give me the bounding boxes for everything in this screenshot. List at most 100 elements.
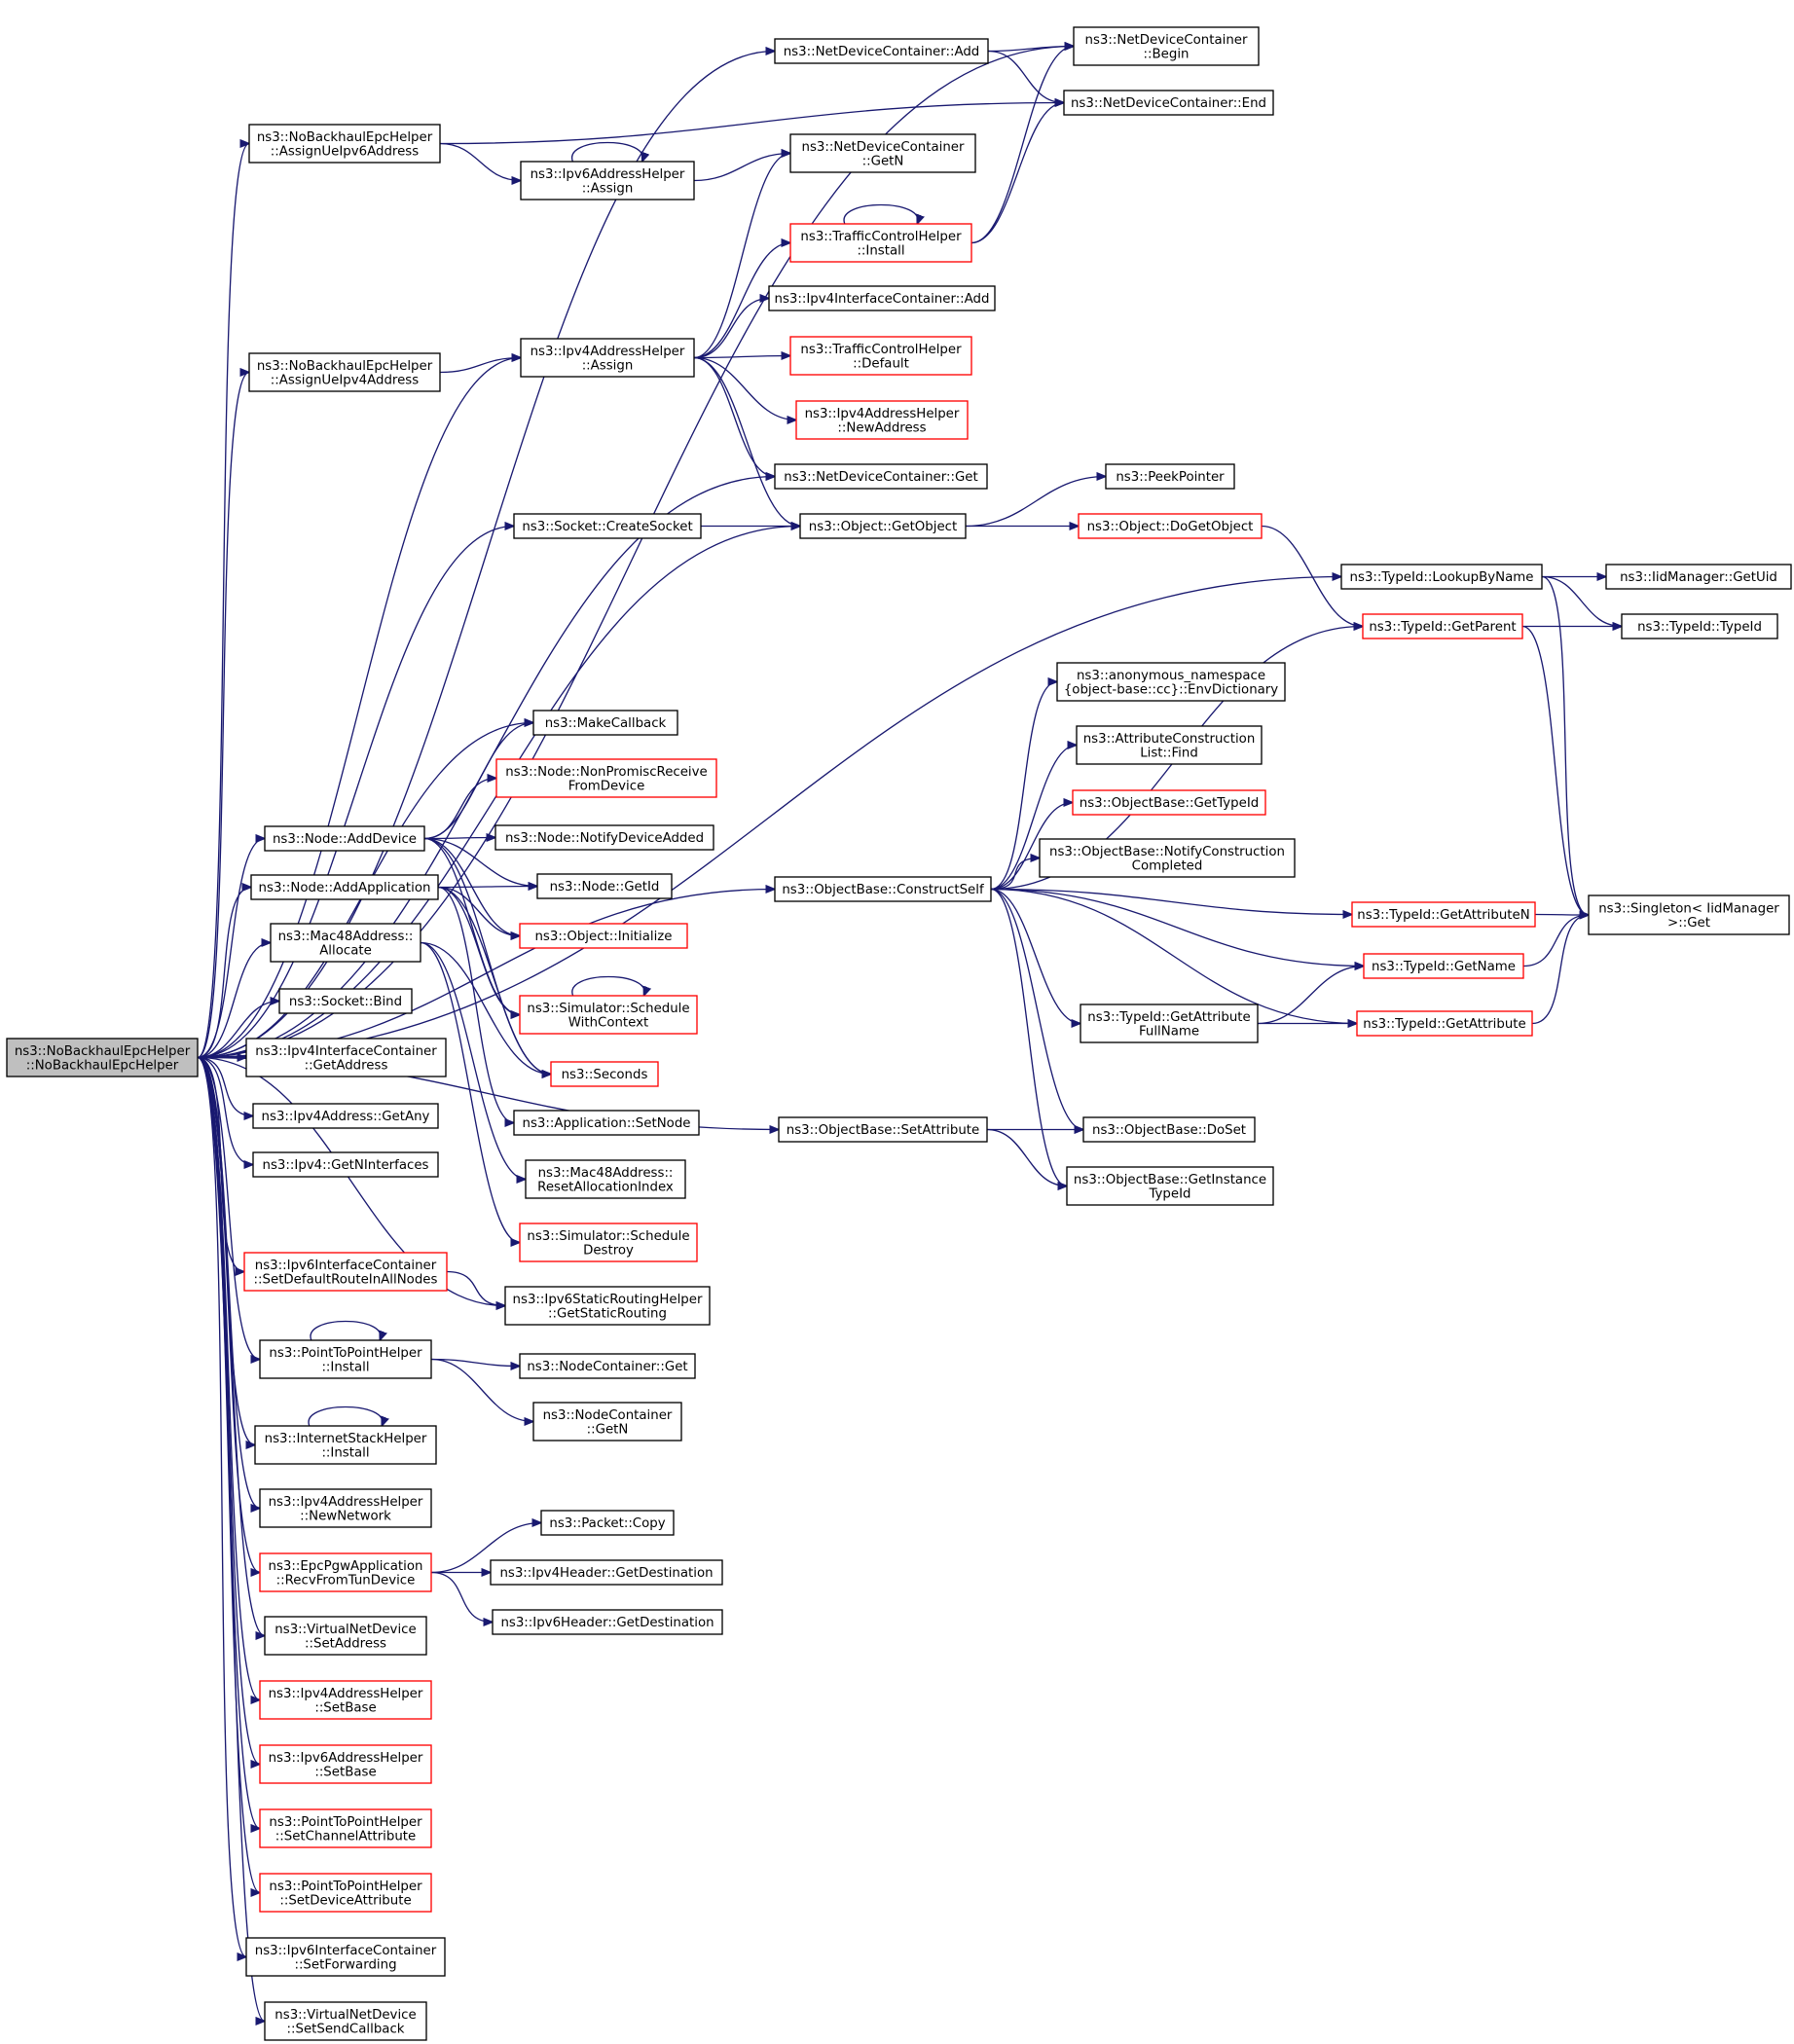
node-get-name[interactable]: ns3::TypeId::GetName: [1363, 953, 1524, 979]
node-ndc-get[interactable]: ns3::NetDeviceContainer::Get: [774, 463, 988, 490]
node-ipv6ic-set-default[interactable]: ns3::Ipv6InterfaceContainer::SetDefaultR…: [243, 1252, 448, 1292]
node-mac48-reset[interactable]: ns3::Mac48Address::ResetAllocationIndex: [525, 1159, 686, 1199]
node-ipv4-get-any[interactable]: ns3::Ipv4Address::GetAny: [252, 1103, 439, 1129]
node-label: >::Get: [1667, 916, 1710, 931]
node-p2p-install[interactable]: ns3::PointToPointHelper::Install: [259, 1339, 432, 1379]
node-packet-copy[interactable]: ns3::Packet::Copy: [540, 1510, 675, 1536]
node-make-callback[interactable]: ns3::MakeCallback: [532, 710, 678, 736]
node-vnd-set-address[interactable]: ns3::VirtualNetDevice::SetAddress: [264, 1616, 427, 1656]
node-notify-dev-added[interactable]: ns3::Node::NotifyDeviceAdded: [494, 824, 714, 851]
call-edge-root-to-ipv4-new-network: [197, 1056, 260, 1509]
node-env-dict[interactable]: ns3::anonymous_namespace{object-base::cc…: [1056, 662, 1286, 702]
node-ob-get-type-id[interactable]: ns3::ObjectBase::GetTypeId: [1072, 789, 1266, 816]
node-label: ::AssignUeIpv4Address: [271, 373, 419, 387]
node-box: [490, 1559, 723, 1586]
node-ndc-get-n[interactable]: ns3::NetDeviceContainer::GetN: [789, 133, 976, 173]
node-lookup-by-name[interactable]: ns3::TypeId::LookupByName: [1340, 564, 1543, 590]
node-ipv4-hdr-get-dest[interactable]: ns3::Ipv4Header::GetDestination: [490, 1559, 723, 1586]
node-ob-set-attribute[interactable]: ns3::ObjectBase::SetAttribute: [778, 1116, 988, 1143]
node-label: ns3::Node::GetId: [550, 880, 660, 894]
node-label: ns3::Ipv4Address::GetAny: [262, 1110, 430, 1124]
node-nc-get-n[interactable]: ns3::NodeContainer::GetN: [532, 1402, 682, 1442]
node-tch-default[interactable]: ns3::TrafficControlHelper::Default: [789, 336, 972, 376]
call-edge-get-attribute-to-singleton-get: [1531, 915, 1589, 1025]
node-get-attr-n[interactable]: ns3::TypeId::GetAttributeN: [1351, 901, 1536, 928]
node-ipv6-assign[interactable]: ns3::Ipv6AddressHelper::Assign: [520, 161, 695, 201]
node-assign-ue-ipv4[interactable]: ns3::NoBackhaulEpcHelper::AssignUeIpv4Ad…: [248, 352, 441, 392]
node-ob-do-set[interactable]: ns3::ObjectBase::DoSet: [1082, 1116, 1256, 1143]
node-box: [1340, 564, 1543, 590]
node-label: ns3::NetDeviceContainer::Get: [784, 470, 977, 485]
node-p2p-set-device[interactable]: ns3::PointToPointHelper::SetDeviceAttrib…: [259, 1873, 432, 1913]
node-peek-pointer[interactable]: ns3::PeekPointer: [1105, 463, 1235, 490]
node-ipv6-static-routing[interactable]: ns3::Ipv6StaticRoutingHelper::GetStaticR…: [504, 1286, 711, 1326]
call-edge-recv-from-tun-to-packet-copy: [430, 1523, 541, 1574]
node-label: ns3::Ipv6AddressHelper: [531, 167, 685, 182]
node-box: [513, 513, 702, 539]
node-iid-get-uid[interactable]: ns3::IidManager::GetUid: [1605, 564, 1792, 590]
node-ish-install[interactable]: ns3::InternetStackHelper::Install: [254, 1425, 437, 1465]
node-app-set-node[interactable]: ns3::Application::SetNode: [513, 1110, 700, 1136]
node-ipv4-new-network[interactable]: ns3::Ipv4AddressHelper::NewNetwork: [259, 1488, 432, 1528]
node-ob-notify[interactable]: ns3::ObjectBase::NotifyConstructionCompl…: [1039, 838, 1296, 878]
node-construct-self[interactable]: ns3::ObjectBase::ConstructSelf: [774, 876, 992, 902]
node-ipv6-set-base[interactable]: ns3::Ipv6AddressHelper::SetBase: [259, 1744, 432, 1784]
node-ipv4-get-n-if[interactable]: ns3::Ipv4::GetNInterfaces: [252, 1151, 439, 1178]
node-ndc-end[interactable]: ns3::NetDeviceContainer::End: [1063, 90, 1274, 116]
node-box: [789, 133, 976, 173]
node-ndc-begin[interactable]: ns3::NetDeviceContainer::Begin: [1073, 26, 1260, 66]
node-label: ns3::NetDeviceContainer: [1085, 33, 1248, 48]
node-label: List::Find: [1140, 746, 1198, 760]
node-get-attribute[interactable]: ns3::TypeId::GetAttribute: [1356, 1010, 1533, 1037]
node-p2p-set-channel[interactable]: ns3::PointToPointHelper::SetChannelAttri…: [259, 1808, 432, 1848]
node-box: [259, 1488, 432, 1528]
node-ndc-add[interactable]: ns3::NetDeviceContainer::Add: [774, 38, 989, 64]
node-obj-initialize[interactable]: ns3::Object::Initialize: [519, 923, 688, 949]
node-ipv4ic-get-address[interactable]: ns3::Ipv4InterfaceContainer::GetAddress: [245, 1038, 447, 1077]
node-label: ns3::Node::NotifyDeviceAdded: [505, 831, 704, 846]
node-node-add-app[interactable]: ns3::Node::AddApplication: [250, 874, 439, 900]
node-seconds[interactable]: ns3::Seconds: [550, 1061, 659, 1087]
node-socket-bind[interactable]: ns3::Socket::Bind: [278, 988, 413, 1014]
node-create-socket[interactable]: ns3::Socket::CreateSocket: [513, 513, 702, 539]
node-tch-install[interactable]: ns3::TrafficControlHelper::Install: [789, 223, 972, 263]
node-node-get-id[interactable]: ns3::Node::GetId: [536, 873, 673, 899]
node-get-parent[interactable]: ns3::TypeId::GetParent: [1362, 613, 1523, 639]
node-mac48-allocate[interactable]: ns3::Mac48Address::Allocate: [270, 923, 421, 963]
node-assign-ue-ipv6[interactable]: ns3::NoBackhaulEpcHelper::AssignUeIpv6Ad…: [248, 124, 441, 164]
node-ipv4ic-add[interactable]: ns3::Ipv4InterfaceContainer::Add: [768, 285, 996, 311]
node-label: ::SetForwarding: [294, 1957, 396, 1972]
node-recv-from-tun[interactable]: ns3::EpcPgwApplication::RecvFromTunDevic…: [259, 1552, 432, 1592]
node-node-add-device[interactable]: ns3::Node::AddDevice: [264, 825, 425, 852]
node-box: [259, 1339, 432, 1379]
node-box: [259, 1552, 432, 1592]
node-ipv4-new-addr[interactable]: ns3::Ipv4AddressHelper::NewAddress: [795, 400, 969, 440]
node-ipv6ic-set-fwd[interactable]: ns3::Ipv6InterfaceContainer::SetForwardi…: [245, 1937, 446, 1977]
node-vnd-set-send-cb[interactable]: ns3::VirtualNetDevice::SetSendCallback: [264, 2001, 427, 2041]
node-singleton-get[interactable]: ns3::Singleton< IidManager >::Get: [1588, 894, 1790, 935]
node-box: [245, 1038, 447, 1077]
node-box: [495, 758, 717, 798]
node-nc-get[interactable]: ns3::NodeContainer::Get: [519, 1353, 696, 1379]
node-ipv4-set-base[interactable]: ns3::Ipv4AddressHelper::SetBase: [259, 1680, 432, 1720]
node-label: ns3::IidManager::GetUid: [1620, 570, 1777, 585]
call-edge-node-add-device-to-sim-schedule-ctx: [423, 837, 520, 1015]
node-type-id-type-id[interactable]: ns3::TypeId::TypeId: [1621, 613, 1778, 639]
node-label: ns3::Socket::Bind: [289, 995, 402, 1009]
node-root[interactable]: ns3::NoBackhaulEpcHelper::NoBackhaulEpcH…: [6, 1038, 199, 1077]
node-label: ns3::InternetStackHelper: [265, 1432, 427, 1446]
node-label: ns3::NodeContainer: [543, 1408, 673, 1423]
node-label: ::Assign: [582, 358, 634, 373]
node-obj-get-object[interactable]: ns3::Object::GetObject: [799, 513, 967, 539]
node-label: ::SetBase: [314, 1765, 376, 1779]
node-ipv4-assign[interactable]: ns3::Ipv4AddressHelper::Assign: [520, 338, 695, 378]
node-obj-do-get-object[interactable]: ns3::Object::DoGetObject: [1078, 513, 1263, 539]
node-label: ::RecvFromTunDevice: [276, 1573, 416, 1588]
node-ipv6-hdr-get-dest[interactable]: ns3::Ipv6Header::GetDestination: [492, 1609, 723, 1635]
